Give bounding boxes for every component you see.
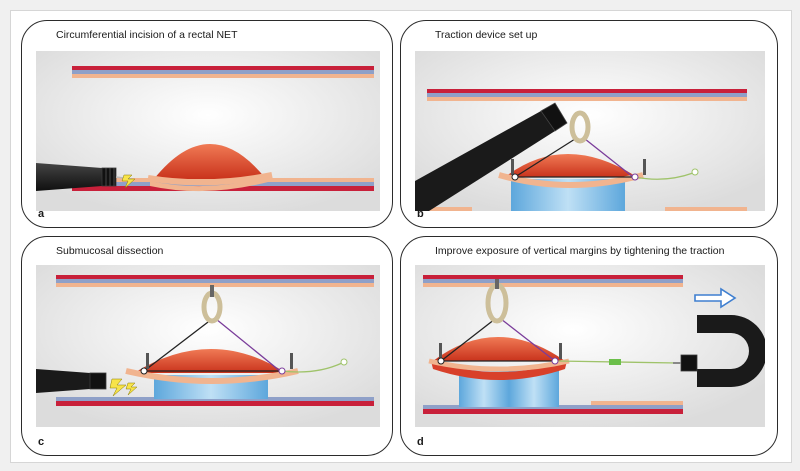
- clip-icon: [140, 353, 149, 375]
- rectal-net-tumor: [154, 144, 266, 179]
- mucosal-flap: [125, 368, 299, 384]
- rectal-net-tumor: [505, 154, 637, 177]
- lifted-tumor-base: [431, 361, 567, 380]
- incised-mucosa: [147, 172, 273, 186]
- panel-a: Circumferential incision of a rectal NET: [21, 20, 393, 228]
- traction-strings: [143, 318, 343, 373]
- panel-d: Improve exposure of vertical margins by …: [400, 236, 778, 456]
- panel-c-illustration: [36, 265, 380, 427]
- endoscope: [36, 163, 117, 191]
- panel-b-illustration: [415, 51, 765, 211]
- pull-direction-arrow-icon: [694, 287, 737, 309]
- panel-b-caption: Traction device set up: [435, 29, 538, 41]
- panel-b-label: b: [417, 208, 424, 220]
- panel-c-caption: Submucosal dissection: [56, 245, 164, 257]
- traction-ring: [569, 110, 591, 144]
- panel-c-label: c: [38, 436, 45, 448]
- panel-d-caption: Improve exposure of vertical margins by …: [435, 245, 725, 257]
- upper-rectal-wall: [72, 66, 374, 78]
- clip-icon: [437, 343, 445, 365]
- mucosal-flap: [150, 177, 268, 192]
- ring-clip-icon: [495, 279, 499, 289]
- rectal-net-tumor: [134, 349, 286, 373]
- thread-loop-icon: [340, 358, 348, 366]
- panel-a-label: a: [38, 208, 45, 220]
- upper-rectal-wall: [56, 275, 374, 287]
- thread-loop-icon: [691, 168, 699, 176]
- upper-rectal-wall: [427, 89, 747, 101]
- panel-d-illustration: [415, 265, 765, 427]
- rectal-net-tumor: [433, 337, 565, 361]
- panel-b: Traction device set up: [400, 20, 778, 228]
- lower-rectal-wall: [427, 207, 747, 211]
- clip-icon: [631, 159, 646, 181]
- clip-icon: [278, 353, 293, 375]
- clip-icon: [511, 159, 519, 181]
- endoscope: [36, 369, 107, 393]
- electrosurgical-knife-spark-icon: [109, 378, 138, 397]
- endoscope: [415, 102, 568, 211]
- panel-a-caption: Circumferential incision of a rectal NET: [56, 29, 238, 41]
- thread-stopper-icon: [609, 359, 621, 365]
- electrosurgical-knife-spark-icon: [115, 174, 136, 189]
- upper-rectal-wall: [423, 275, 683, 287]
- ring-clip-icon: [210, 285, 214, 297]
- traction-strings: [514, 138, 694, 180]
- panel-c: Submucosal dissection: [21, 236, 393, 456]
- panel-a-illustration: [36, 51, 380, 211]
- endoscope-retroflexed: [673, 315, 765, 387]
- clip-icon: [551, 343, 562, 365]
- panel-d-label: d: [417, 436, 424, 448]
